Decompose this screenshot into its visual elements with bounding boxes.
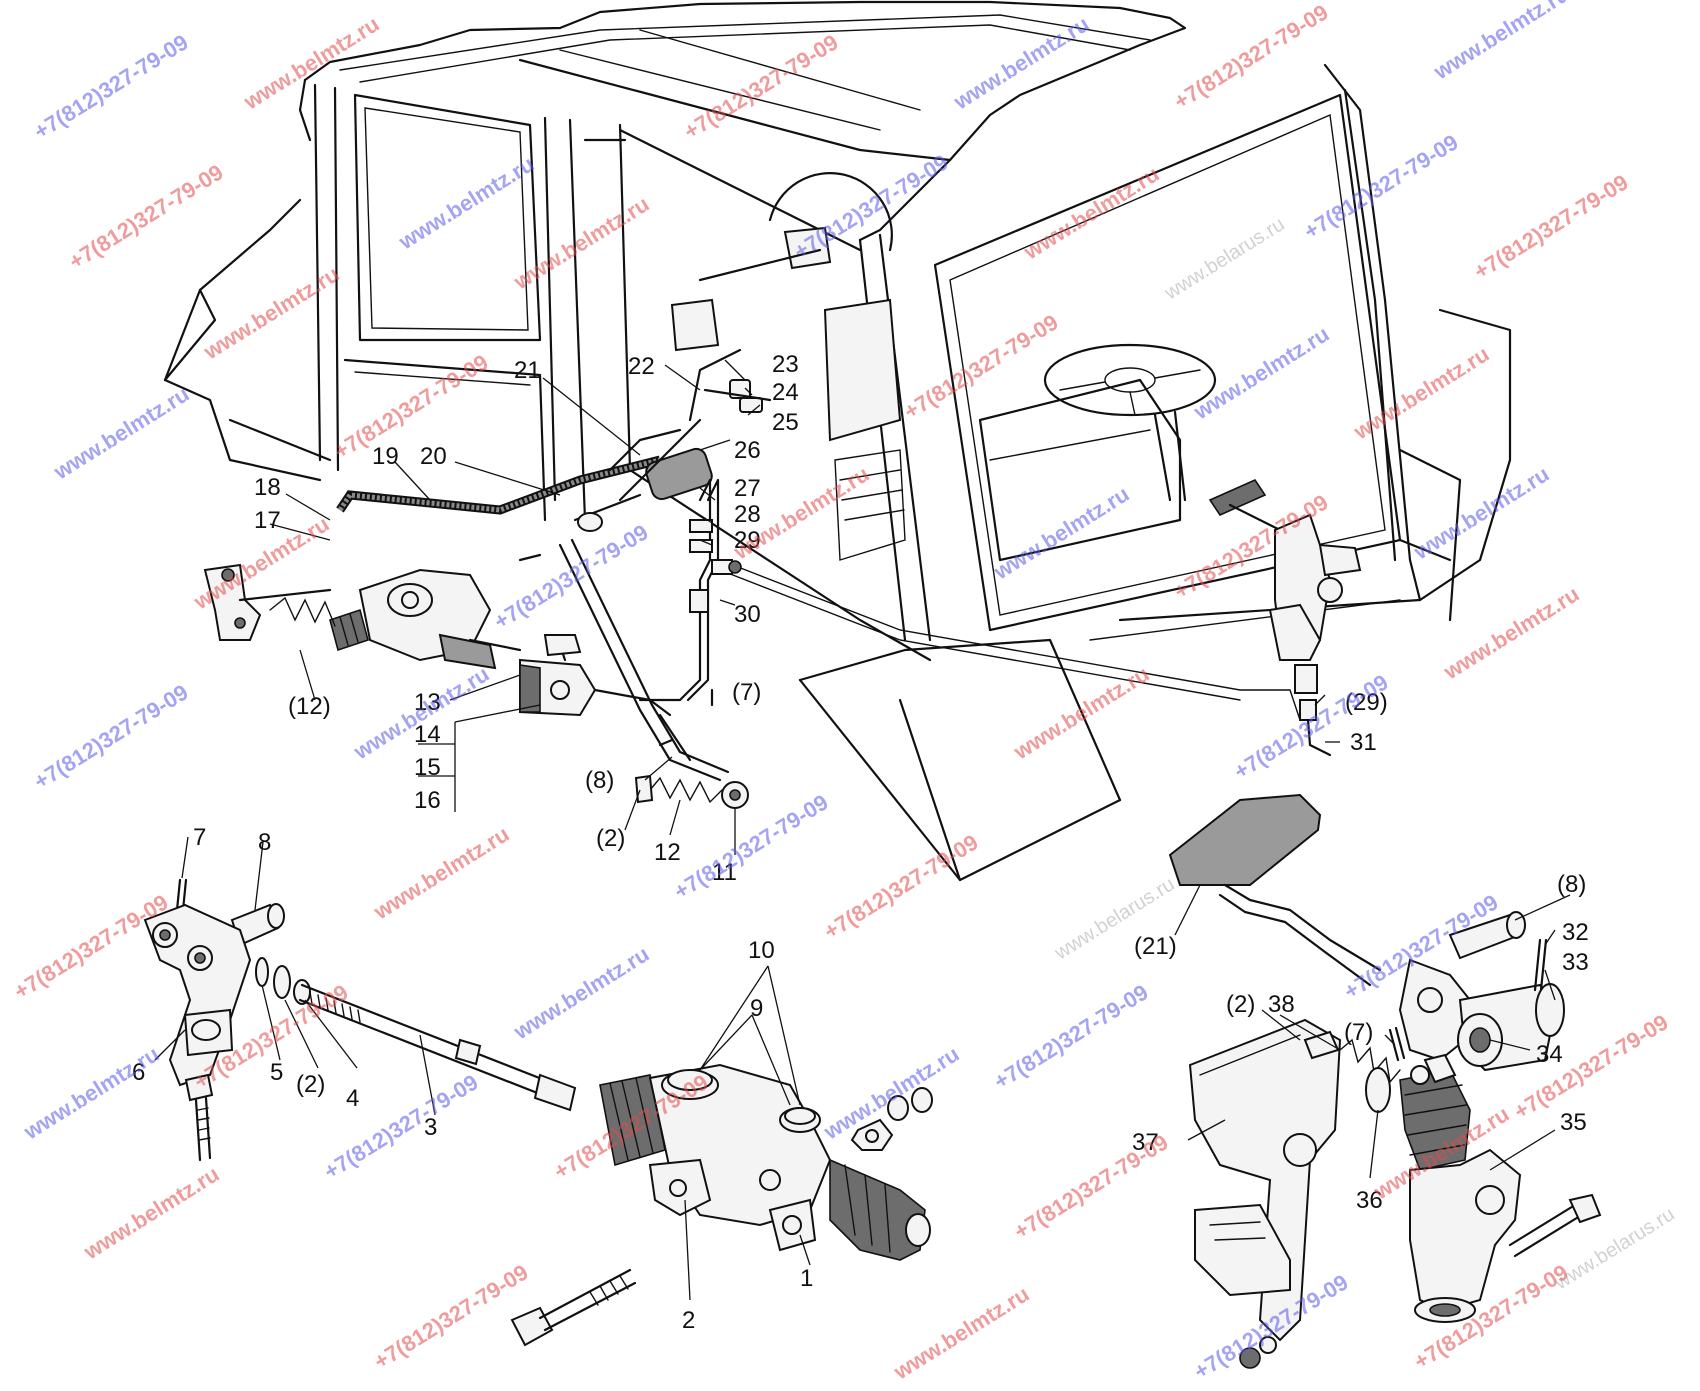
callout-6: 6	[132, 1059, 145, 1086]
cab-pedal-assembly	[1208, 478, 1362, 757]
watermark-phone: +7(812)327-79-09	[669, 789, 832, 904]
watermark-phone: +7(812)327-79-09	[489, 519, 652, 634]
callout-25: 25	[772, 409, 799, 436]
watermark-phone: +7(812)327-79-09	[1169, 0, 1332, 114]
callout-27: 27	[734, 475, 761, 502]
hydraulic-lines	[336, 348, 1301, 721]
callout-13: 13	[414, 689, 441, 716]
callout-31: 31	[1350, 729, 1377, 756]
callout-15: 15	[414, 754, 441, 781]
watermark-site: www.belmtz.ru	[394, 151, 539, 255]
callout-37: 37	[1132, 1129, 1159, 1156]
callout-32: 32	[1562, 919, 1589, 946]
callout-1: 1	[800, 1265, 813, 1292]
callout-23: 23	[772, 351, 799, 378]
callout-21: 21	[514, 357, 541, 384]
callout-2-ref-b: (2)	[296, 1071, 325, 1098]
callout-7: 7	[193, 824, 206, 851]
callout-28: 28	[734, 501, 761, 528]
watermark-site-alt: www.belarus.ru	[1160, 213, 1288, 305]
watermark-phone: +7(812)327-79-09	[29, 29, 192, 144]
callout-8-ref: (8)	[585, 767, 614, 794]
watermark-site: www.belmtz.ru	[199, 261, 344, 365]
watermark-phone: +7(812)327-79-09	[899, 309, 1062, 424]
watermark-site: www.belmtz.ru	[1429, 0, 1574, 85]
watermark-site-alt: www.belarus.ru	[1550, 1203, 1678, 1295]
callout-19: 19	[372, 443, 399, 470]
watermark-site: www.belmtz.ru	[1009, 661, 1154, 765]
watermark-phone: +7(812)327-79-09	[64, 159, 227, 274]
watermark-site: www.belmtz.ru	[79, 1161, 224, 1265]
leader-lines	[154, 359, 1571, 1301]
callout-17: 17	[254, 507, 281, 534]
watermark-site: www.belmtz.ru	[369, 821, 514, 925]
watermark-site: www.belmtz.ru	[509, 941, 654, 1045]
callout-4: 4	[346, 1085, 359, 1112]
left-linkage-upper	[203, 538, 749, 809]
watermark-site: www.belmtz.ru	[1189, 321, 1334, 425]
watermark-site: www.belmtz.ru	[949, 11, 1094, 115]
callout-29: 29	[734, 527, 761, 554]
callout-35: 35	[1560, 1109, 1587, 1136]
watermark-phone: +7(812)327-79-09	[679, 29, 842, 144]
callout-7-ref-b: (7)	[1344, 1019, 1373, 1046]
callout-24: 24	[772, 379, 799, 406]
watermark-site: www.belmtz.ru	[49, 381, 194, 485]
watermark-phone: +7(812)327-79-09	[369, 1259, 532, 1374]
callout-30: 30	[734, 601, 761, 628]
watermark-phone: +7(812)327-79-09	[819, 829, 982, 944]
master-cylinder-exploded	[143, 878, 933, 1347]
watermark-site: www.belmtz.ru	[19, 1041, 164, 1145]
callout-2-ref: (2)	[596, 825, 625, 852]
watermark-site: www.belmtz.ru	[509, 191, 654, 295]
watermark-site: www.belmtz.ru	[819, 1041, 964, 1145]
callout-7-ref: (7)	[732, 679, 761, 706]
watermark-site: www.belmtz.ru	[1409, 461, 1554, 565]
watermark-phone: +7(812)327-79-09	[319, 1069, 482, 1184]
callout-2-ref-c: (2)	[1226, 991, 1255, 1018]
watermark-phone: +7(812)327-79-09	[989, 979, 1152, 1094]
callout-21-ref: (21)	[1134, 933, 1177, 960]
callout-labels: 1 2 3 4 5 6 7 8 9 10 11 12 (12) 13 14 15…	[132, 351, 1589, 1334]
callout-11: 11	[712, 859, 737, 886]
callout-12-ref: (12)	[288, 693, 331, 720]
callout-34: 34	[1536, 1041, 1563, 1068]
pedal-assembly-exploded	[1168, 793, 1602, 1369]
callout-16: 16	[414, 787, 441, 814]
callout-5: 5	[270, 1059, 283, 1086]
callout-18: 18	[254, 474, 281, 501]
watermark-site: www.belmtz.ru	[989, 481, 1134, 585]
watermark-phone: +7(812)327-79-09	[1299, 129, 1462, 244]
callout-33: 33	[1562, 949, 1589, 976]
watermark-phone: +7(812)327-79-09	[789, 149, 952, 264]
watermark-phone: +7(812)327-79-09	[9, 889, 172, 1004]
callout-2: 2	[682, 1307, 695, 1334]
callout-8: 8	[258, 829, 271, 856]
watermark-site: www.belmtz.ru	[349, 661, 494, 765]
watermark-phone: +7(812)327-79-09	[29, 679, 192, 794]
callout-9: 9	[750, 995, 763, 1022]
callout-14: 14	[414, 721, 441, 748]
watermark-site: www.belmtz.ru	[1349, 341, 1494, 445]
callout-3: 3	[424, 1114, 437, 1141]
callout-12: 12	[654, 839, 681, 866]
watermark-phone: +7(812)327-79-09	[1009, 1129, 1172, 1244]
watermark-phone: +7(812)327-79-09	[1469, 169, 1632, 284]
callout-10: 10	[748, 937, 775, 964]
tractor-cab	[163, 0, 1512, 882]
callout-26: 26	[734, 437, 761, 464]
watermark-site: www.belmtz.ru	[1019, 161, 1164, 265]
callout-29-ref: (29)	[1345, 689, 1388, 716]
callout-38: 38	[1268, 991, 1295, 1018]
watermark-site: www.belmtz.ru	[889, 1281, 1034, 1385]
watermark-site: www.belmtz.ru	[239, 11, 384, 115]
callout-20: 20	[420, 443, 447, 470]
callout-8-ref-b: (8)	[1557, 871, 1586, 898]
callout-22: 22	[628, 353, 655, 380]
watermark-phone: +7(812)327-79-09	[329, 349, 492, 464]
watermark-site: www.belmtz.ru	[1439, 581, 1584, 685]
callout-36: 36	[1356, 1187, 1383, 1214]
